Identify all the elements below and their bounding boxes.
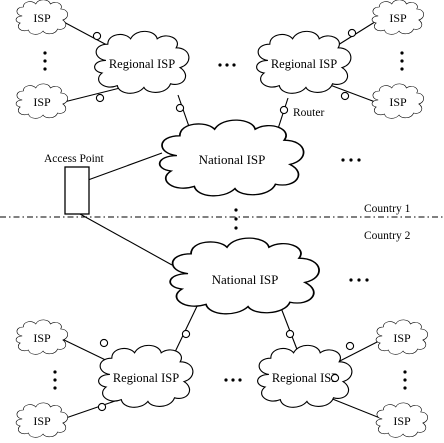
national-isp-label: National ISP — [199, 152, 266, 167]
routers — [92, 28, 357, 412]
country-1-label: Country 1 — [364, 203, 411, 215]
isp-label: ISP — [389, 11, 407, 25]
isp-label: ISP — [393, 414, 411, 428]
regional-isp-label: Regional ISP — [272, 371, 338, 385]
router-icon — [99, 338, 109, 348]
router-icon — [285, 329, 295, 339]
router-label: Router — [293, 107, 324, 119]
isp-cloud-top-left-1: ISP — [15, 0, 68, 35]
national-isp-cloud-country-2: National ISP — [169, 237, 320, 315]
regional-isp-cloud-bottom-right: Regional ISP — [257, 344, 353, 408]
router-icon — [181, 329, 191, 339]
access-point-icon — [64, 166, 90, 215]
router-icon — [347, 28, 357, 38]
isp-label: ISP — [33, 11, 51, 25]
isp-label: ISP — [389, 95, 407, 109]
isp-cloud-bottom-right-2: ISP — [375, 402, 428, 438]
isp-cloud-bottom-left-2: ISP — [15, 402, 68, 438]
regional-isp-cloud-top-left: Regional ISP — [94, 30, 190, 94]
router-icon — [340, 91, 350, 101]
regional-isp-label: Regional ISP — [109, 57, 175, 71]
isp-label: ISP — [33, 95, 51, 109]
national-isp-cloud-country-1: National ISP — [158, 119, 305, 197]
isp-label: ISP — [33, 414, 51, 428]
regional-isp-cloud-bottom-left: Regional ISP — [98, 344, 194, 408]
regional-isp-label: Regional ISP — [271, 57, 337, 71]
national-isp-label: National ISP — [212, 272, 279, 287]
router-icon — [97, 402, 107, 412]
isp-cloud-bottom-right-1: ISP — [375, 319, 428, 355]
router-icon — [345, 341, 355, 351]
regional-isp-cloud-top-right: Regional ISP — [256, 30, 352, 94]
isp-label: ISP — [393, 331, 411, 345]
ellipsis-dots — [43, 51, 407, 390]
router-icon — [330, 373, 340, 383]
isp-label: ISP — [33, 331, 51, 345]
regional-isp-label: Regional ISP — [113, 371, 179, 385]
router-icon — [92, 31, 102, 41]
isp-cloud-bottom-left-1: ISP — [15, 319, 68, 355]
router-icon — [175, 103, 185, 113]
router-icon — [95, 93, 105, 103]
router-icon — [279, 105, 289, 115]
isp-cloud-top-left-2: ISP — [15, 83, 68, 119]
access-point-label: Access Point — [44, 153, 105, 165]
isp-cloud-top-right-2: ISP — [371, 83, 424, 119]
country-2-label: Country 2 — [364, 230, 411, 242]
isp-cloud-top-right-1: ISP — [371, 0, 424, 35]
